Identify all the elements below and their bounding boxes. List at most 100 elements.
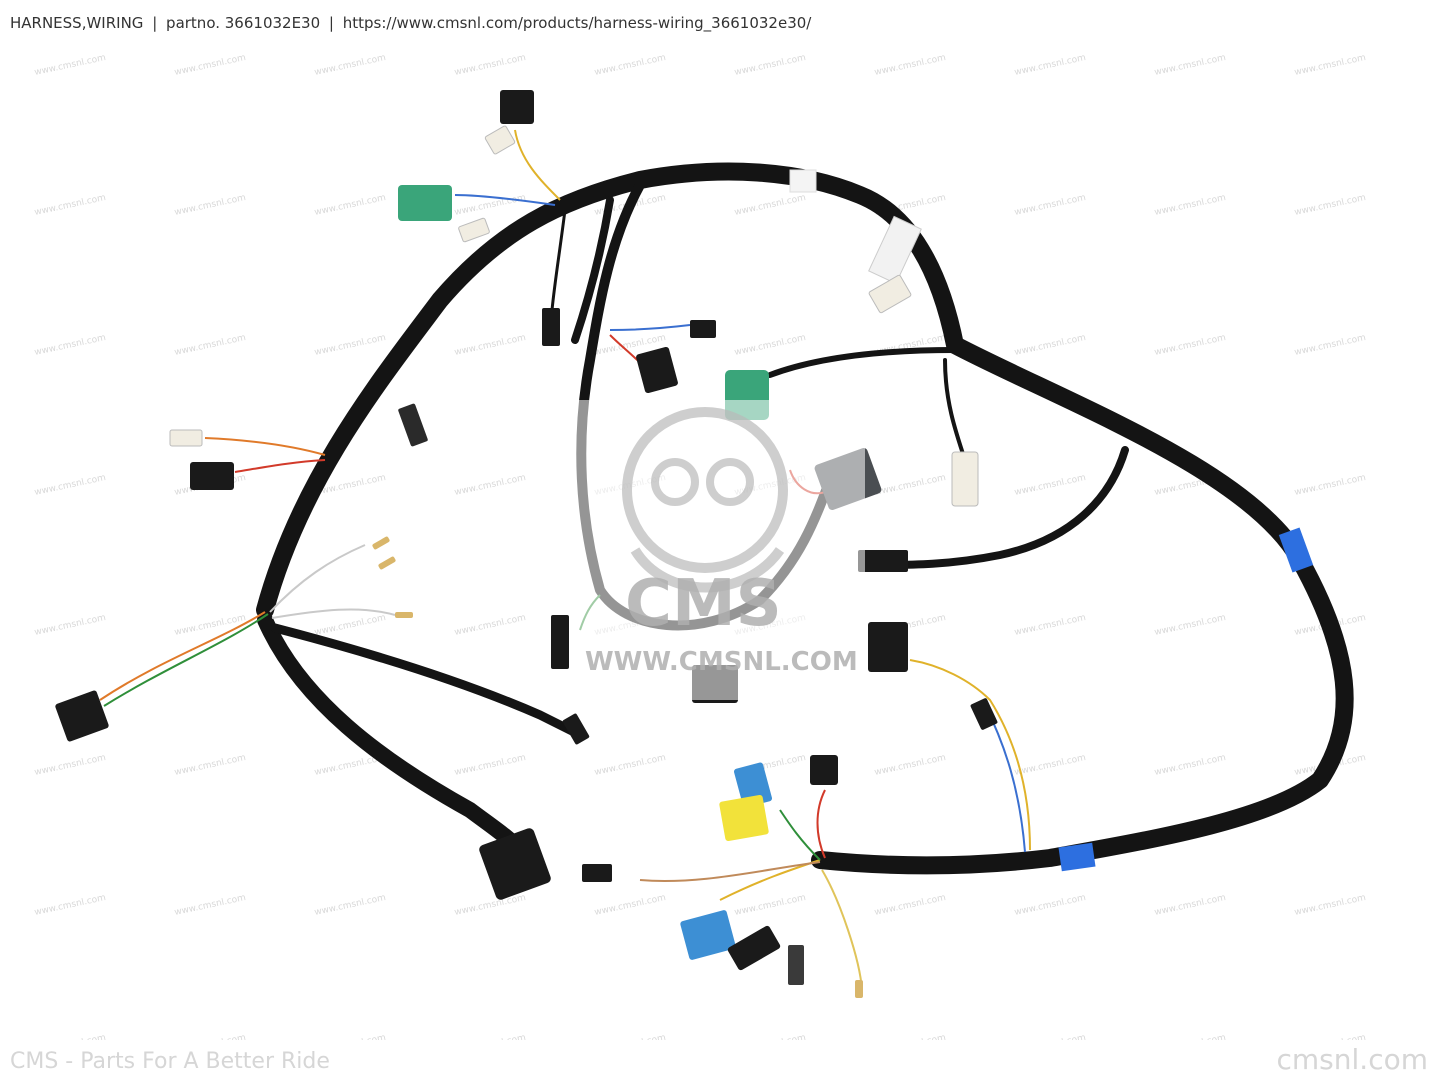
connector-blue [680,910,736,960]
watermark-text: www.cmsnl.com [314,1033,387,1040]
watermark-text: www.cmsnl.com [874,1033,947,1040]
watermark-text: www.cmsnl.com [34,333,107,358]
watermark-text: www.cmsnl.com [874,893,947,918]
watermark-text: www.cmsnl.com [34,473,107,498]
watermark-text: www.cmsnl.com [454,53,527,78]
connector-green [398,185,452,221]
connector-yellow [719,794,769,842]
watermark-text: www.cmsnl.com [174,333,247,358]
footer-domain: cmsnl.com [1276,1043,1428,1076]
watermark-text: www.cmsnl.com [454,333,527,358]
connector-black [636,346,678,394]
product-title: HARNESS,WIRING [10,14,144,32]
watermark-text: www.cmsnl.com [1294,333,1367,358]
watermark-text: www.cmsnl.com [314,333,387,358]
watermark-text: www.cmsnl.com [1014,53,1087,78]
watermark-text: www.cmsnl.com [1154,1033,1227,1040]
part-number: partno. 3661032E30 [166,14,321,32]
connector-black [868,622,908,672]
blue-tape [1058,527,1314,872]
watermark-text: www.cmsnl.com [1154,613,1227,638]
connector-black [398,403,428,447]
connector-white [868,274,912,314]
watermark-text: www.cmsnl.com [314,893,387,918]
connector-white [951,451,979,507]
connector-black [190,462,234,490]
watermark-text: www.cmsnl.com [34,53,107,78]
connector-grey [788,945,804,985]
cms-watermark: CMS WWW.CMSNL.COM [575,400,865,700]
watermark-text: www.cmsnl.com [734,1033,807,1040]
watermark-text: www.cmsnl.com [34,753,107,778]
watermark-text: www.cmsnl.com [174,893,247,918]
connector-black [970,698,998,730]
footer-tagline: CMS - Parts For A Better Ride [10,1049,330,1074]
connector-white [484,125,516,155]
watermark-text: www.cmsnl.com [1294,53,1367,78]
watermark-text: www.cmsnl.com [874,473,947,498]
watermark-text: www.cmsnl.com [174,193,247,218]
watermark-text: www.cmsnl.com [594,753,667,778]
watermark-text: www.cmsnl.com [1014,893,1087,918]
connector-black [727,925,781,971]
connector-black [479,828,551,900]
connector-black [500,90,534,124]
watermark-text: www.cmsnl.com [1014,193,1087,218]
watermark-text: www.cmsnl.com [454,473,527,498]
watermark-text: www.cmsnl.com [594,893,667,918]
watermark-text: www.cmsnl.com [174,1033,247,1040]
connector-black [562,713,590,745]
watermark-text: www.cmsnl.com [734,193,807,218]
watermark-text: www.cmsnl.com [454,613,527,638]
watermark-url: WWW.CMSNL.COM [585,647,858,677]
connector-black [55,690,109,742]
watermark-text: www.cmsnl.com [594,1033,667,1040]
part-label [868,215,922,285]
watermark-text: www.cmsnl.com [734,53,807,78]
watermark-text: www.cmsnl.com [314,193,387,218]
watermark-text: www.cmsnl.com [1154,53,1227,78]
watermark-text: www.cmsnl.com [314,53,387,78]
watermark-text: www.cmsnl.com [1154,193,1227,218]
watermark-text: www.cmsnl.com [594,53,667,78]
watermark-text: www.cmsnl.com [34,193,107,218]
watermark-text: www.cmsnl.com [174,53,247,78]
watermark-text: www.cmsnl.com [1014,333,1087,358]
terminals [372,536,863,998]
watermark-text: www.cmsnl.com [454,893,527,918]
watermark-text: www.cmsnl.com [1294,893,1367,918]
connector-blue [734,762,772,808]
connector-white [169,429,203,447]
watermark-text: www.cmsnl.com [1294,473,1367,498]
header-separator: | [152,14,158,32]
watermark-text: www.cmsnl.com [1154,893,1227,918]
watermark-text: www.cmsnl.com [34,893,107,918]
cms-mascot-logo: CMS WWW.CMSNL.COM [575,400,865,700]
watermark-text: www.cmsnl.com [734,893,807,918]
connector-white [458,217,490,243]
page-header: HARNESS,WIRING | partno. 3661032E30 | ht… [10,14,815,32]
connector-black [690,320,716,338]
connector-black [542,308,560,346]
watermark-text: www.cmsnl.com [314,613,387,638]
watermark-text: www.cmsnl.com [1154,753,1227,778]
label-band [789,169,817,193]
watermark-text: www.cmsnl.com [1154,333,1227,358]
connector-black [810,755,838,785]
watermark-text: www.cmsnl.com [1294,193,1367,218]
watermark-text: www.cmsnl.com [1014,473,1087,498]
watermark-text: www.cmsnl.com [174,753,247,778]
watermark-text: www.cmsnl.com [874,53,947,78]
connector-black [582,864,612,882]
watermark-text: www.cmsnl.com [1294,1033,1367,1040]
header-separator: | [328,14,334,32]
connector-black [858,550,908,572]
watermark-brand: CMS [625,567,782,641]
watermark-text: www.cmsnl.com [734,333,807,358]
watermark-text: www.cmsnl.com [1014,613,1087,638]
watermark-text: www.cmsnl.com [874,753,947,778]
product-url[interactable]: https://www.cmsnl.com/products/harness-w… [342,14,812,32]
watermark-text: www.cmsnl.com [454,753,527,778]
watermark-text: www.cmsnl.com [454,1033,527,1040]
watermark-text: www.cmsnl.com [34,613,107,638]
